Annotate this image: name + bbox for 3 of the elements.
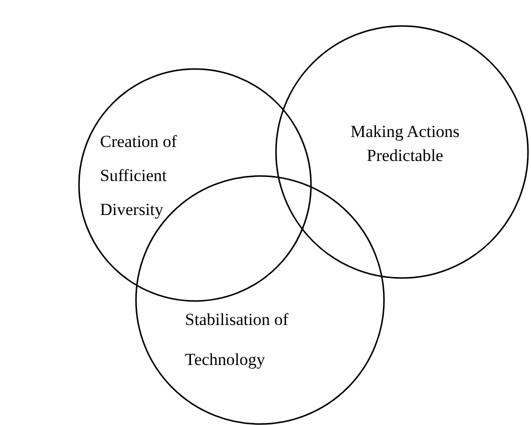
circle-label: Creation of Sufficient Diversity [100,131,178,221]
circle-label: Stabilisation of Technology [185,309,290,371]
circle-label: Making Actions Predictable [349,121,461,167]
